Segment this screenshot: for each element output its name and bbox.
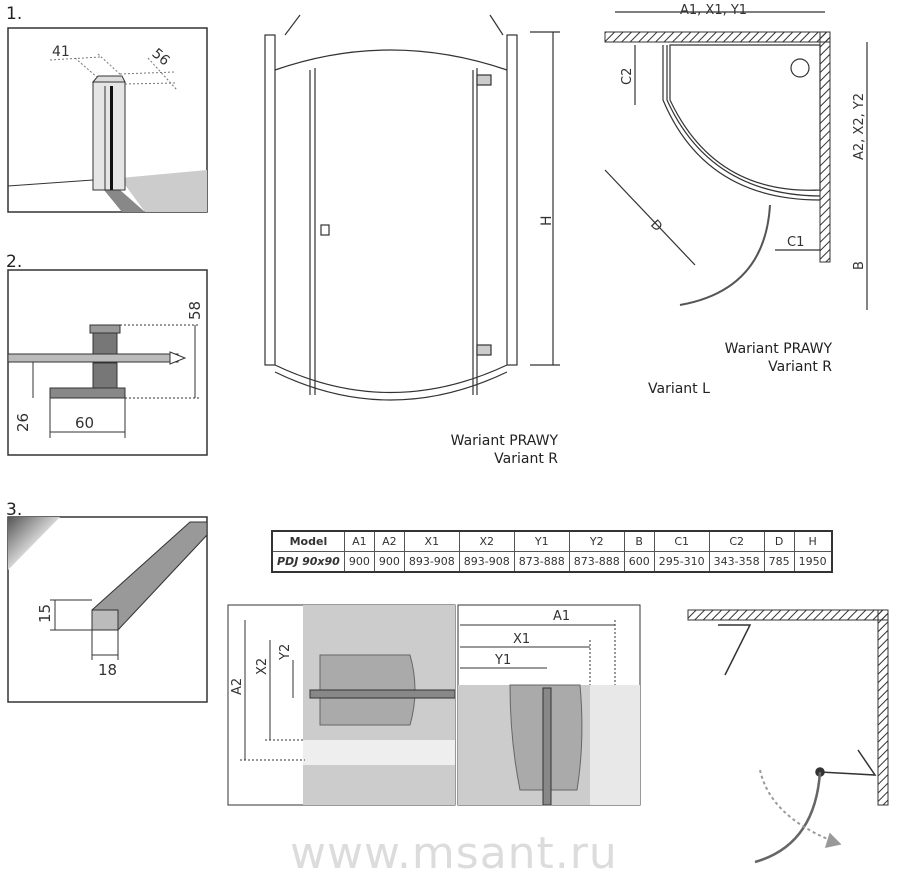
cell-h: 1950 (793, 551, 833, 573)
dim-58: 58 (186, 301, 204, 320)
dim-y2: Y2 (278, 644, 293, 661)
cell-y1: 873-888 (513, 551, 570, 573)
cell-c2: 343-358 (708, 551, 765, 573)
detail-left-drawing: A2 X2 Y2 (227, 604, 456, 806)
table-row: PDJ 90x90 900 900 893-908 893-908 873-88… (271, 551, 833, 573)
header-x2: X2 (458, 530, 515, 552)
cell-model: PDJ 90x90 (271, 551, 345, 573)
header-d: D (763, 530, 795, 552)
dim-60: 60 (75, 414, 94, 432)
detail-right-drawing (687, 609, 889, 864)
dim-b: B (852, 261, 867, 270)
dim-d: D (647, 217, 665, 235)
header-c1: C1 (653, 530, 710, 552)
plan-view-drawing: A1, X1, Y1 C2 D C1 A2, X2, Y2 B (604, 3, 868, 310)
front-view-drawing: H (264, 14, 560, 401)
header-x1: X1 (403, 530, 460, 552)
header-c2: C2 (708, 530, 765, 552)
caption-variant-r: Variant R (494, 451, 558, 467)
dim-41: 41 (52, 44, 70, 60)
spec-table: Model A1 A2 X1 X2 Y1 Y2 B C1 C2 D H PDJ … (271, 530, 833, 573)
dim-x1: X1 (513, 632, 530, 647)
plan-caption-wariant-prawy: Wariant PRAWY (724, 341, 832, 357)
cell-a1: 900 (343, 551, 375, 573)
dim-a1-x1-y1: A1, X1, Y1 (680, 3, 747, 18)
header-a2: A2 (373, 530, 405, 552)
dim-a1: A1 (553, 609, 570, 624)
header-h: H (793, 530, 833, 552)
panel-1-label: 1. (6, 4, 23, 24)
dim-15: 15 (36, 604, 54, 623)
panel-1-drawing: 41 56 (7, 27, 208, 213)
cell-b: 600 (623, 551, 655, 573)
watermark: www.msant.ru (290, 828, 618, 879)
dim-18: 18 (98, 661, 117, 679)
header-y1: Y1 (513, 530, 570, 552)
dim-a2: A2 (230, 678, 245, 695)
header-b: B (623, 530, 655, 552)
panel-3-label: 3. (6, 500, 23, 520)
detail-mid-drawing: A1 X1 Y1 (457, 604, 641, 806)
cell-x2: 893-908 (458, 551, 515, 573)
header-a1: A1 (343, 530, 375, 552)
cell-y2: 873-888 (568, 551, 625, 573)
table-header-row: Model A1 A2 X1 X2 Y1 Y2 B C1 C2 D H (271, 530, 833, 552)
caption-wariant-prawy: Wariant PRAWY (450, 433, 558, 449)
header-y2: Y2 (568, 530, 625, 552)
dim-26: 26 (14, 413, 32, 432)
panel-2-label: 2. (6, 252, 23, 272)
dim-c2: C2 (620, 68, 635, 85)
dim-a2-x2-y2: A2, X2, Y2 (852, 93, 867, 160)
cell-d: 785 (763, 551, 795, 573)
cell-a2: 900 (373, 551, 405, 573)
plan-caption-variant-l: Variant L (648, 381, 710, 397)
header-model: Model (271, 530, 345, 552)
cell-c1: 295-310 (653, 551, 710, 573)
front-view-caption: Wariant PRAWY Variant R (420, 432, 558, 468)
panel-2-drawing: 58 26 60 (7, 269, 208, 456)
dim-y1: Y1 (494, 653, 511, 668)
plan-view-caption: Wariant PRAWY Variant R (690, 340, 832, 376)
dim-c1: C1 (787, 235, 804, 250)
dim-h: H (539, 215, 555, 226)
panel-3-drawing: 15 18 (7, 516, 208, 703)
plan-caption-variant-r: Variant R (768, 359, 832, 375)
cell-x1: 893-908 (403, 551, 460, 573)
dim-x2: X2 (255, 658, 270, 675)
